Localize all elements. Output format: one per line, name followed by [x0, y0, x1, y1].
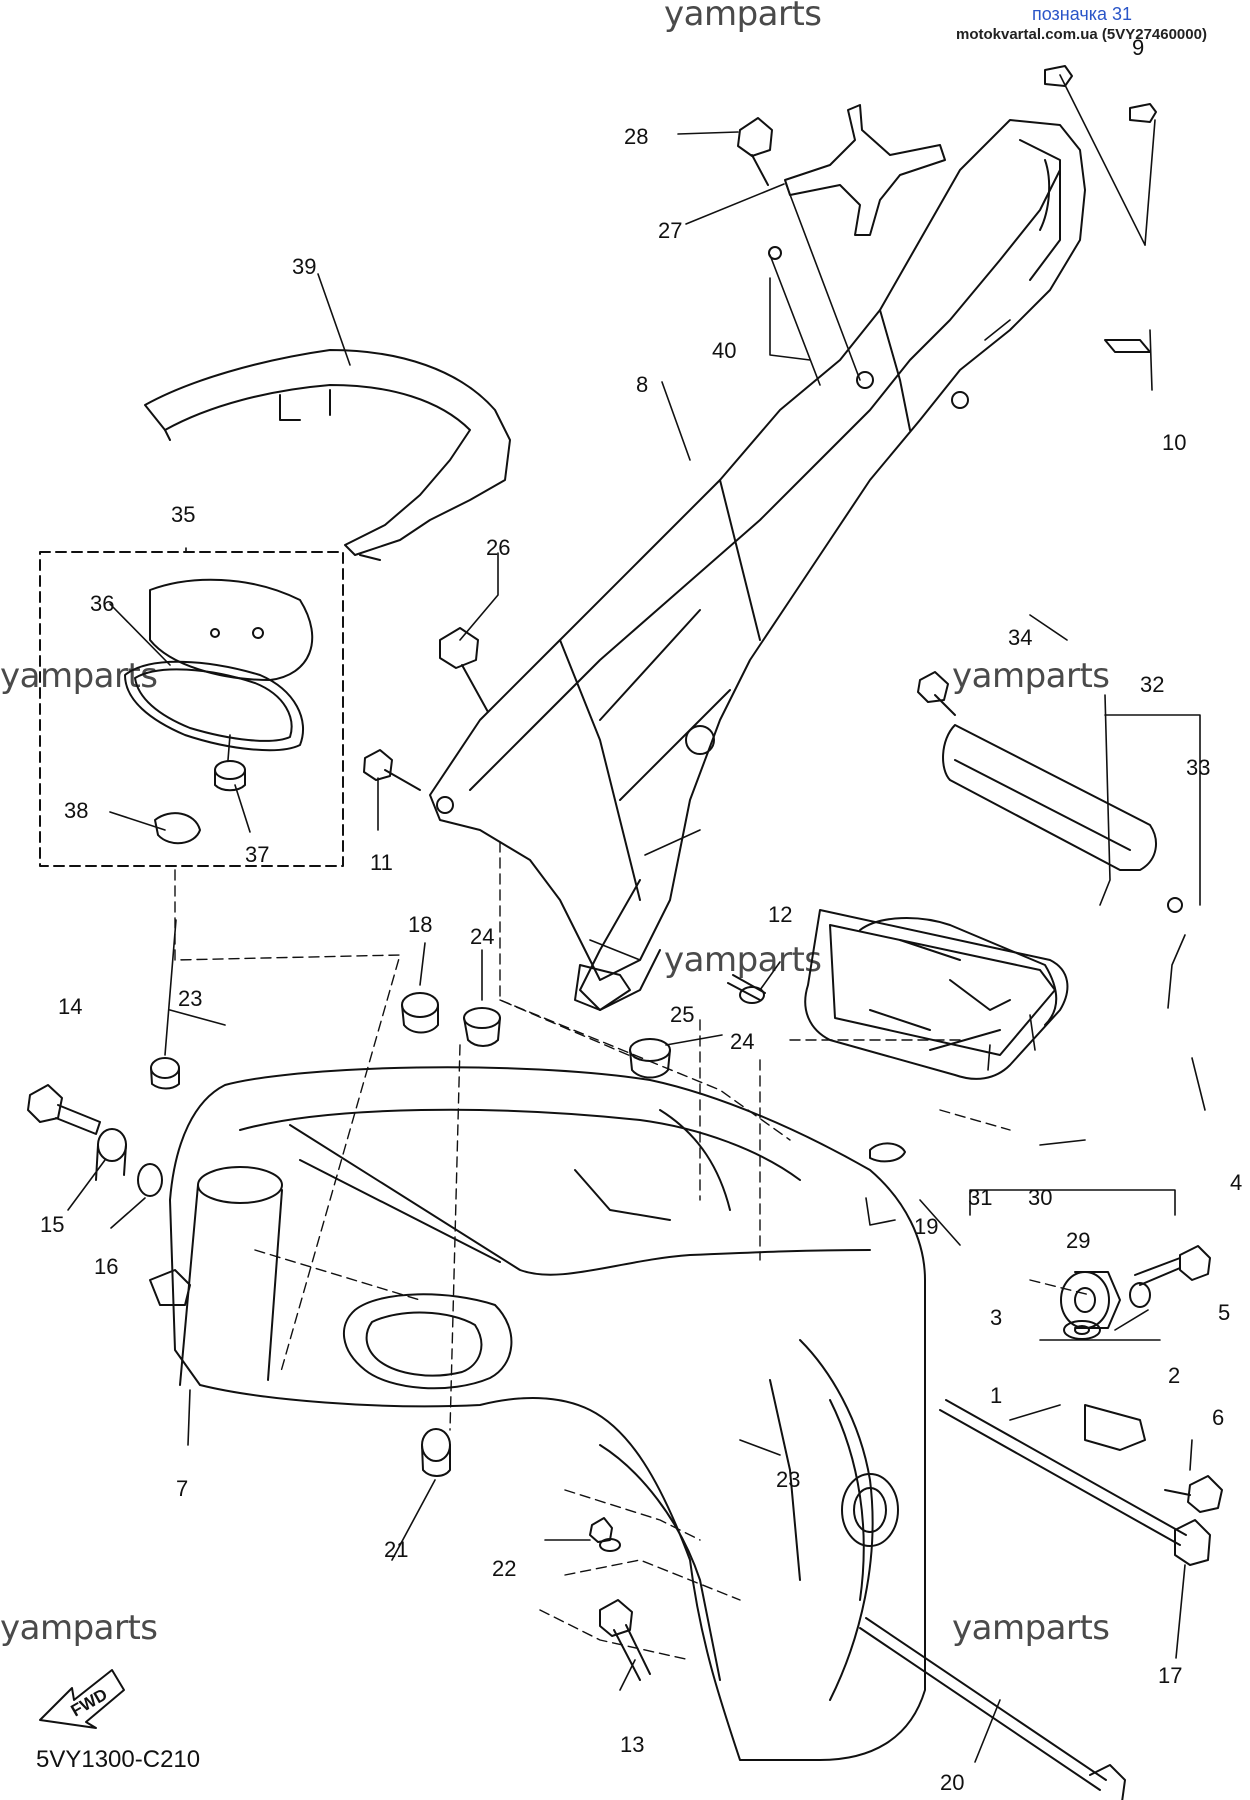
callout-5: 5 — [1218, 1300, 1230, 1325]
part-38-clip — [154, 812, 201, 845]
callout-35: 35 — [171, 502, 195, 527]
callout-7: 7 — [176, 1476, 188, 1501]
part-39-cover — [144, 349, 511, 561]
callout-25: 25 — [670, 1002, 694, 1027]
callout-39: 39 — [292, 254, 316, 279]
source-line: motokvartal.com.ua (5VY27460000) — [956, 26, 1207, 43]
callout-24-top: 24 — [470, 924, 494, 949]
callout-16: 16 — [94, 1254, 118, 1279]
diagram-code: 5VY1300-C210 — [36, 1746, 201, 1773]
callout-40: 40 — [712, 338, 736, 363]
callout-20: 20 — [940, 1770, 964, 1795]
callout-23-right: 23 — [776, 1467, 800, 1492]
callout-8: 8 — [636, 372, 648, 397]
fwd-arrow — [39, 1669, 125, 1729]
callout-3: 3 — [990, 1305, 1002, 1330]
watermark-top: yamparts — [664, 0, 822, 34]
callout-34: 34 — [1008, 625, 1032, 650]
part-37-grommet — [214, 760, 246, 792]
callout-12: 12 — [768, 902, 792, 927]
callout-11: 11 — [370, 850, 393, 875]
callout-6: 6 — [1212, 1405, 1224, 1430]
watermark-bottom-left: yamparts — [0, 1608, 158, 1648]
callout-32: 32 — [1140, 672, 1164, 697]
part-32-bracket — [942, 724, 1183, 913]
callout-17: 17 — [1158, 1663, 1182, 1688]
callout-2: 2 — [1168, 1363, 1180, 1388]
callout-18: 18 — [408, 912, 432, 937]
callout-19: 19 — [914, 1214, 938, 1239]
callout-29: 29 — [1066, 1228, 1090, 1253]
callout-27: 27 — [658, 218, 682, 243]
watermark-bottom-right: yamparts — [952, 1608, 1110, 1648]
fwd-label: FWD — [68, 1685, 111, 1721]
fasteners — [27, 65, 1223, 1800]
leader-lines — [67, 74, 1206, 1763]
callout-4: 4 — [1230, 1170, 1242, 1195]
callout-15: 15 — [40, 1212, 64, 1237]
watermark-center: yamparts — [664, 940, 822, 980]
rear-subframe — [429, 119, 1086, 1011]
callout-30: 30 — [1028, 1185, 1052, 1210]
callout-9: 9 — [1132, 35, 1144, 60]
callout-14: 14 — [58, 994, 82, 1019]
callout-33: 33 — [1186, 755, 1210, 780]
reference-label[interactable]: позначка 31 — [1032, 4, 1133, 24]
callout-31: 31 — [968, 1185, 992, 1210]
bracket-lines — [969, 714, 1201, 1341]
callout-1: 1 — [990, 1383, 1002, 1408]
part-36-cover — [149, 578, 314, 681]
callout-24-right: 24 — [730, 1029, 754, 1054]
callout-26: 26 — [486, 535, 510, 560]
callout-28: 28 — [624, 124, 648, 149]
dashed-guides — [174, 841, 1091, 1661]
callout-10: 10 — [1162, 430, 1186, 455]
callout-23-left: 23 — [178, 986, 202, 1011]
callout-labels: 1 2 3 4 5 6 7 8 9 10 11 12 13 14 15 16 1… — [40, 35, 1242, 1795]
watermark-left: yamparts — [0, 656, 158, 696]
part-31-seal — [124, 660, 305, 752]
callout-13: 13 — [620, 1732, 644, 1757]
watermark-right: yamparts — [952, 656, 1110, 696]
callout-37: 37 — [245, 842, 269, 867]
main-frame — [169, 1066, 926, 1761]
callout-21: 21 — [384, 1537, 408, 1562]
callout-38: 38 — [64, 798, 88, 823]
callout-22: 22 — [492, 1556, 516, 1581]
callout-36: 36 — [90, 591, 114, 616]
battery-case — [804, 909, 1069, 1080]
kit-35-box — [39, 551, 344, 867]
